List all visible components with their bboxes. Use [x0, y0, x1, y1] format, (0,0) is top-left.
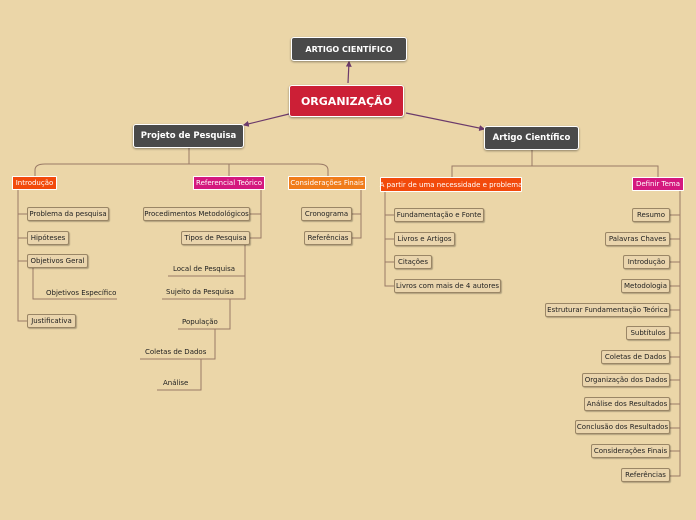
- leaf-livros-4-autores[interactable]: Livros com mais de 4 autores: [394, 279, 501, 293]
- leaf-introducao-artigo[interactable]: Introdução: [623, 255, 670, 269]
- leaf-local-pesquisa[interactable]: Local de Pesquisa: [173, 265, 236, 273]
- referencial-node[interactable]: Referencial Teórico: [193, 176, 265, 190]
- leaf-conclusao-resultados[interactable]: Conclusão dos Resultados: [575, 420, 670, 434]
- leaf-tipos-pesquisa[interactable]: Tipos de Pesquisa: [181, 231, 250, 245]
- leaf-justificativa[interactable]: Justificativa: [27, 314, 76, 328]
- leaf-problema[interactable]: Problema da pesquisa: [27, 207, 109, 221]
- root-node[interactable]: ORGANIZAÇÃO: [289, 85, 404, 117]
- leaf-objetivos-geral[interactable]: Objetivos Geral: [27, 254, 88, 268]
- leaf-subtitulos[interactable]: Subtítulos: [626, 326, 670, 340]
- leaf-fundamentacao-fonte[interactable]: Fundamentação e Fonte: [394, 208, 484, 222]
- introducao-node[interactable]: Introdução: [12, 176, 57, 190]
- leaf-livros-artigos[interactable]: Livros e Artigos: [394, 232, 455, 246]
- leaf-citacoes[interactable]: Citações: [394, 255, 432, 269]
- left-main-node[interactable]: Projeto de Pesquisa: [133, 124, 244, 148]
- leaf-sujeito-pesquisa[interactable]: Sujeito da Pesquisa: [166, 288, 234, 296]
- leaf-consideracoes-finais-art[interactable]: Considerações Finais: [591, 444, 670, 458]
- consideracoes-node[interactable]: Considerações Finais: [288, 176, 366, 190]
- leaf-referencias-projeto[interactable]: Referências: [304, 231, 352, 245]
- leaf-objetivos-especifico[interactable]: Objetivos Específico: [46, 289, 117, 297]
- leaf-analise-resultados[interactable]: Análise dos Resultados: [584, 397, 670, 411]
- leaf-analise[interactable]: Análise: [163, 379, 189, 387]
- leaf-organizacao-dados[interactable]: Organização dos Dados: [582, 373, 670, 387]
- top-node[interactable]: ARTIGO CIENTÍFICO: [291, 37, 407, 61]
- leaf-estruturar-fundamentacao[interactable]: Estruturar Fundamentação Teórica: [545, 303, 670, 317]
- leaf-palavras-chaves[interactable]: Palavras Chaves: [605, 232, 670, 246]
- leaf-coletas-dados-art[interactable]: Coletas de Dados: [601, 350, 670, 364]
- leaf-procedimentos[interactable]: Procedimentos Metodológicos: [143, 207, 250, 221]
- right-main-node[interactable]: Artigo Científico: [484, 126, 579, 150]
- leaf-metodologia[interactable]: Metodologia: [621, 279, 670, 293]
- leaf-cronograma[interactable]: Cronograma: [301, 207, 352, 221]
- necessidade-node[interactable]: A partir de uma necessidade e problema: [380, 177, 522, 192]
- leaf-referencias-artigo[interactable]: Referências: [621, 468, 670, 482]
- leaf-populacao[interactable]: População: [182, 318, 218, 326]
- leaf-coletas-dados-ref[interactable]: Coletas de Dados: [145, 348, 207, 356]
- definir-tema-node[interactable]: Definir Tema: [632, 177, 684, 191]
- leaf-resumo[interactable]: Resumo: [632, 208, 670, 222]
- leaf-hipoteses[interactable]: Hipóteses: [27, 231, 69, 245]
